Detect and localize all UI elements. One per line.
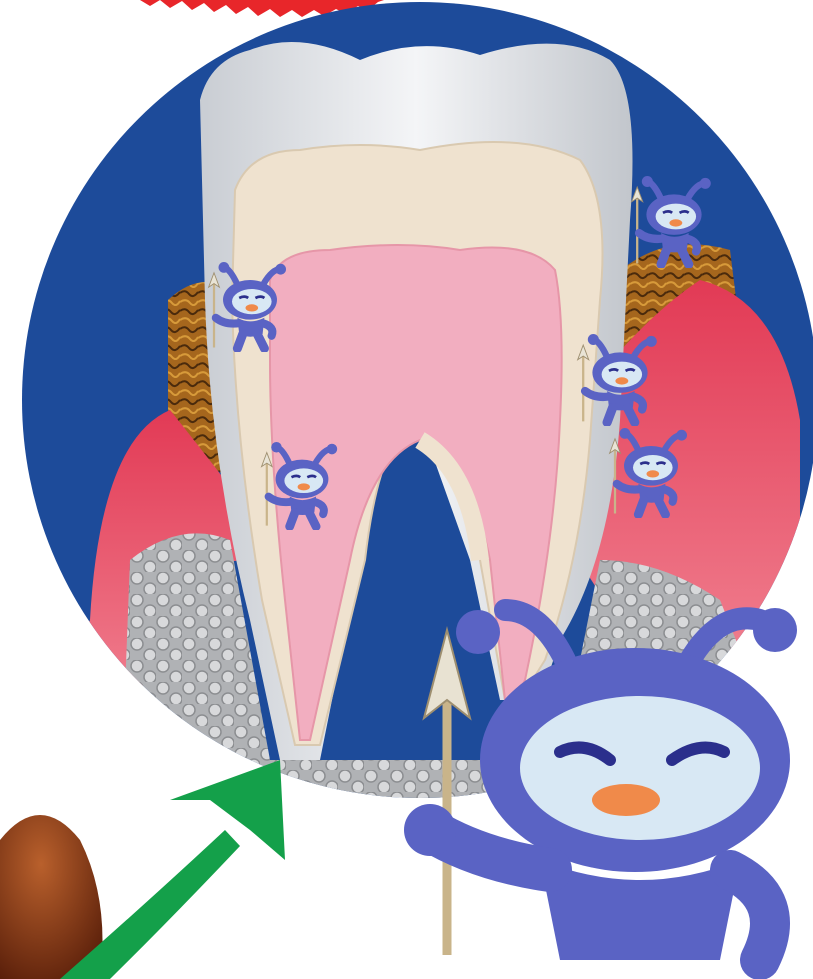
brown-blob xyxy=(0,815,103,979)
